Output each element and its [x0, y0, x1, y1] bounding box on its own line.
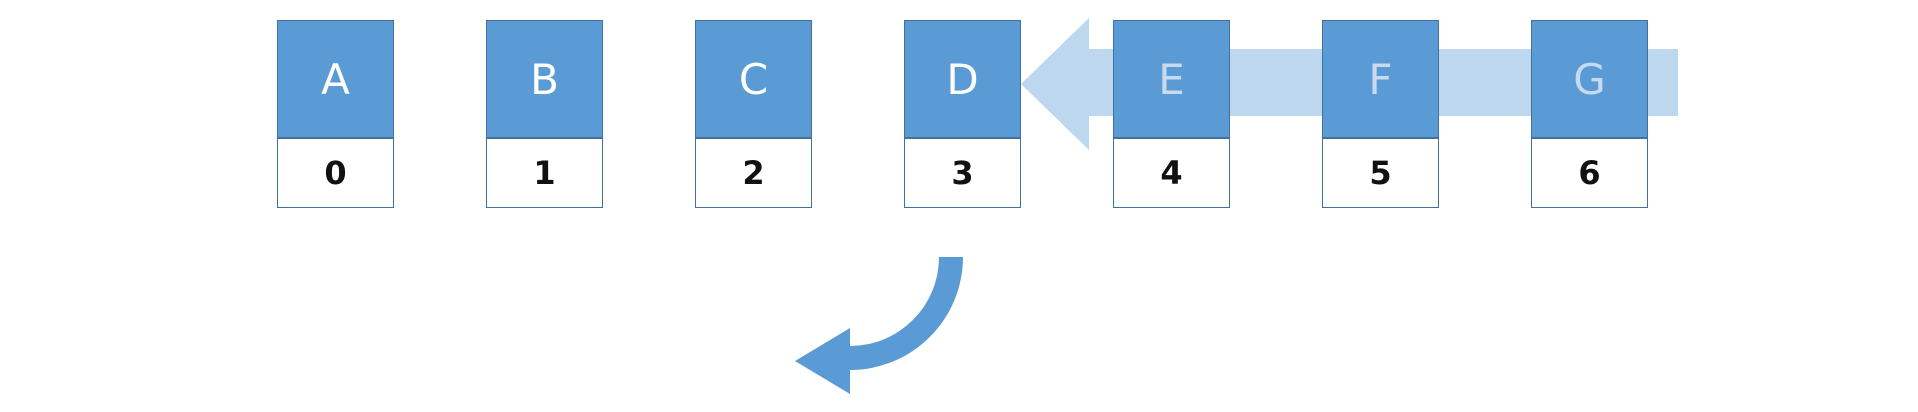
cell-letter: B [486, 20, 603, 138]
array-cell-c: C 2 [695, 20, 812, 208]
cell-index: 0 [277, 138, 394, 208]
cell-index: 6 [1531, 138, 1648, 208]
cell-letter: C [695, 20, 812, 138]
cell-letter: F [1322, 20, 1439, 138]
cell-index: 2 [695, 138, 812, 208]
cell-letter: D [904, 20, 1021, 138]
array-cell-d: D 3 [904, 20, 1021, 208]
cell-index: 4 [1113, 138, 1230, 208]
cell-letter: E [1113, 20, 1230, 138]
array-cell-a: A 0 [277, 20, 394, 208]
removal-arrow-shape [795, 257, 963, 394]
array-cell-g: G 6 [1531, 20, 1648, 208]
cell-index: 5 [1322, 138, 1439, 208]
cell-letter: A [277, 20, 394, 138]
array-cell-e: E 4 [1113, 20, 1230, 208]
cell-index: 1 [486, 138, 603, 208]
array-cell-f: F 5 [1322, 20, 1439, 208]
array-cell-b: B 1 [486, 20, 603, 208]
cell-index: 3 [904, 138, 1021, 208]
cell-letter: G [1531, 20, 1648, 138]
